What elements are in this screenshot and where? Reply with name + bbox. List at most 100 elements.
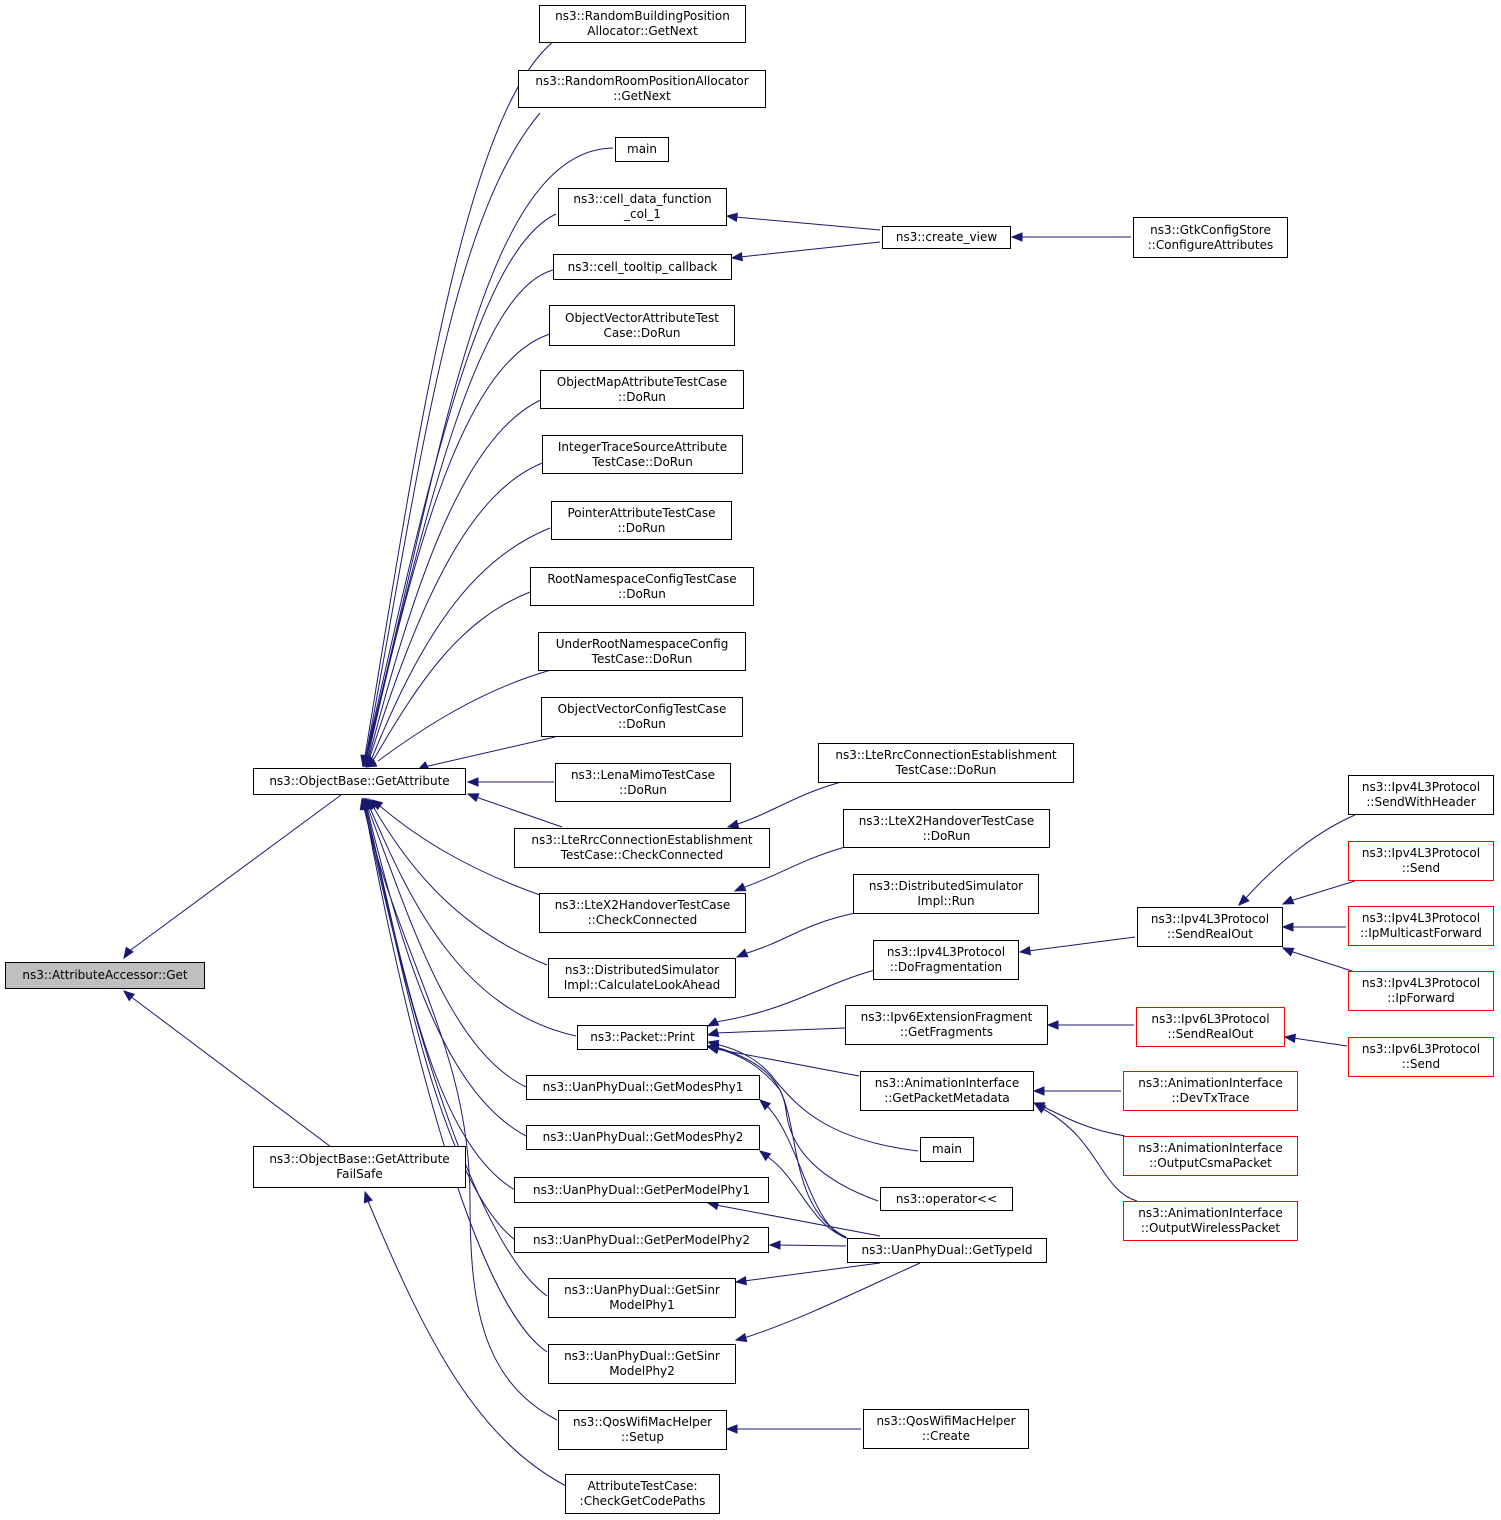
- call-edge: [734, 216, 881, 231]
- caller-function-node[interactable]: ns3::AnimationInterface::OutputCsmaPacke…: [1123, 1136, 1298, 1176]
- node-label-line: ns3::RandomRoomPositionAllocator: [535, 74, 749, 88]
- caller-function-node[interactable]: AttributeTestCase::CheckGetCodePaths: [565, 1474, 720, 1514]
- caller-function-node[interactable]: ns3::cell_data_function_col_1: [558, 188, 727, 226]
- node-label-line: ::Create: [922, 1429, 970, 1443]
- caller-function-node[interactable]: ns3::Ipv6L3Protocol::SendRealOut: [1136, 1007, 1285, 1047]
- node-label-line: ns3::operator<<: [895, 1191, 998, 1206]
- node-label-line: ns3::QosWifiMacHelper: [876, 1414, 1016, 1428]
- node-label-line: :CheckGetCodePaths: [579, 1494, 706, 1508]
- node-label-line: main: [932, 1142, 962, 1156]
- caller-function-node[interactable]: ObjectMapAttributeTestCase::DoRun: [540, 370, 744, 409]
- caller-function-node[interactable]: RootNamespaceConfigTestCase::DoRun: [530, 567, 754, 606]
- caller-function-node[interactable]: ns3::AnimationInterface::OutputWirelessP…: [1123, 1201, 1298, 1241]
- caller-function-node[interactable]: ns3::Ipv6ExtensionFragment::GetFragments: [845, 1005, 1048, 1045]
- caller-function-node[interactable]: ns3::Ipv4L3Protocol::Send: [1348, 841, 1494, 881]
- caller-function-node[interactable]: ns3::create_view: [882, 226, 1011, 249]
- node-label: ns3::operator<<: [896, 1192, 997, 1207]
- arrow-head-icon: [725, 212, 738, 222]
- caller-function-node[interactable]: ns3::UanPhyDual::GetModesPhy2: [526, 1125, 760, 1150]
- node-label: ns3::Ipv4L3Protocol::SendWithHeader: [1362, 780, 1480, 810]
- caller-function-node[interactable]: ns3::Ipv4L3Protocol::DoFragmentation: [873, 940, 1019, 980]
- call-edge: [371, 527, 551, 759]
- caller-function-node[interactable]: ns3::LenaMimoTestCase::DoRun: [555, 763, 731, 802]
- node-label-line: ::GetPacketMetadata: [884, 1091, 1010, 1105]
- caller-function-node[interactable]: ns3::QosWifiMacHelper::Setup: [558, 1410, 727, 1450]
- node-label: ns3::Ipv4L3Protocol::SendRealOut: [1151, 912, 1269, 942]
- caller-function-node[interactable]: ns3::cell_tooltip_callback: [553, 254, 732, 280]
- node-label-line: ns3::UanPhyDual::GetSinr: [564, 1283, 720, 1297]
- node-label: ns3::AnimationInterface::OutputWirelessP…: [1138, 1206, 1282, 1236]
- caller-function-node[interactable]: ns3::LteX2HandoverTestCase::DoRun: [843, 809, 1050, 848]
- node-label: ns3::ObjectBase::GetAttribute: [269, 774, 449, 789]
- arrow-head-icon: [1033, 1103, 1047, 1114]
- caller-function-node[interactable]: ns3::AnimationInterface::DevTxTrace: [1123, 1071, 1298, 1111]
- node-label: ns3::LenaMimoTestCase::DoRun: [571, 768, 715, 798]
- caller-function-node[interactable]: ns3::AnimationInterface::GetPacketMetada…: [860, 1071, 1034, 1111]
- arrow-head-icon: [466, 793, 480, 803]
- node-label-line: ns3::RandomBuildingPosition: [555, 9, 730, 23]
- caller-function-node[interactable]: ObjectVectorConfigTestCase::DoRun: [541, 697, 743, 737]
- node-label-line: ns3::UanPhyDual::GetModesPhy1: [542, 1080, 744, 1094]
- node-label-line: RootNamespaceConfigTestCase: [547, 571, 737, 586]
- caller-function-node[interactable]: ns3::UanPhyDual::GetTypeId: [847, 1238, 1047, 1263]
- node-label-line: AttributeTestCase:: [587, 1479, 698, 1493]
- node-label-line: ns3::AnimationInterface: [1138, 1076, 1283, 1090]
- node-label-line: TestCase::DoRun: [592, 454, 693, 469]
- caller-function-node[interactable]: ns3::Ipv4L3Protocol::SendRealOut: [1137, 907, 1283, 947]
- caller-function-node[interactable]: ns3::UanPhyDual::GetPerModelPhy2: [514, 1227, 769, 1253]
- node-label-line: ::IpMulticastForward: [1360, 926, 1482, 940]
- node-label-line: ns3::LenaMimoTestCase: [570, 767, 716, 782]
- node-label-line: ::Setup: [620, 1430, 664, 1444]
- call-edge: [364, 807, 548, 1353]
- node-label: ns3::QosWifiMacHelper::Setup: [573, 1415, 712, 1445]
- caller-function-node[interactable]: ns3::operator<<: [880, 1187, 1013, 1211]
- caller-function-node[interactable]: ns3::GtkConfigStore::ConfigureAttributes: [1133, 217, 1288, 258]
- caller-function-node[interactable]: ns3::QosWifiMacHelper::Create: [863, 1409, 1029, 1449]
- node-label-line: ns3::Ipv6L3Protocol: [1151, 1012, 1270, 1026]
- call-edge: [715, 969, 876, 1023]
- node-label-line: ::DoRun: [617, 520, 666, 535]
- caller-function-node[interactable]: ns3::Ipv4L3Protocol::IpMulticastForward: [1348, 906, 1494, 946]
- caller-function-node[interactable]: ns3::RandomRoomPositionAllocator::GetNex…: [518, 70, 766, 108]
- node-label-line: ::OutputCsmaPacket: [1149, 1156, 1272, 1170]
- caller-function-node[interactable]: PointerAttributeTestCase::DoRun: [551, 501, 732, 540]
- caller-function-node[interactable]: ns3::Ipv4L3Protocol::IpForward: [1348, 971, 1494, 1011]
- arrow-head-icon: [123, 946, 134, 960]
- node-label-line: ::DevTxTrace: [1171, 1091, 1250, 1105]
- node-label: ns3::RandomRoomPositionAllocator::GetNex…: [535, 74, 748, 104]
- caller-function-node[interactable]: ns3::UanPhyDual::GetPerModelPhy1: [514, 1177, 769, 1203]
- arrow-head-icon: [758, 1150, 772, 1162]
- caller-function-node[interactable]: ns3::UanPhyDual::GetModesPhy1: [526, 1075, 760, 1100]
- node-label: ns3::Packet::Print: [590, 1030, 695, 1045]
- caller-function-node[interactable]: main: [920, 1137, 974, 1162]
- caller-function-node[interactable]: main: [615, 137, 669, 162]
- node-label-line: main: [627, 142, 657, 156]
- call-edge: [715, 1027, 846, 1034]
- caller-function-node[interactable]: ns3::LteX2HandoverTestCase::CheckConnect…: [539, 893, 746, 933]
- caller-function-node[interactable]: ns3::Packet::Print: [577, 1025, 708, 1050]
- node-label-line: ::SendRealOut: [1167, 927, 1253, 941]
- caller-function-node[interactable]: ns3::Ipv6L3Protocol::Send: [1348, 1037, 1494, 1077]
- caller-function-node[interactable]: ns3::Ipv4L3Protocol::SendWithHeader: [1348, 775, 1494, 815]
- caller-function-node[interactable]: ns3::ObjectBase::GetAttribute: [253, 768, 466, 795]
- call-edge: [475, 796, 563, 828]
- call-edge: [715, 1043, 919, 1152]
- call-edge: [364, 807, 548, 1297]
- node-label-line: ns3::Ipv4L3Protocol: [886, 945, 1006, 959]
- node-label-line: ::SendWithHeader: [1366, 795, 1476, 809]
- node-label-line: Allocator::GetNext: [587, 24, 698, 38]
